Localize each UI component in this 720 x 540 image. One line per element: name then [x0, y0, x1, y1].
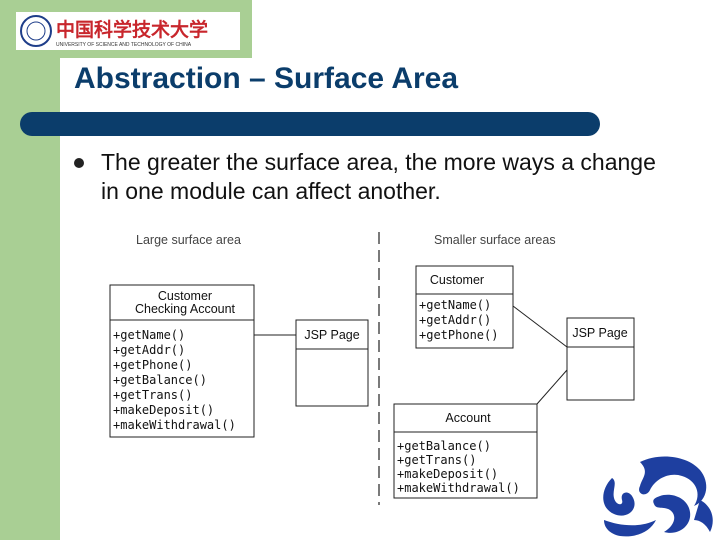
- customer-checking-class: Customer Checking Account +getName() +ge…: [109, 284, 255, 438]
- right-jsp-page-label: JSP Page: [572, 326, 627, 340]
- customer-method: +getAddr(): [419, 313, 491, 327]
- customer-method: +getName(): [419, 298, 491, 312]
- university-logo-icon: 中国科学技术大学 UNIVERSITY OF SCIENCE AND TECHN…: [20, 15, 208, 48]
- caption-large-surface: Large surface area: [136, 233, 241, 247]
- left-method: +getPhone(): [113, 358, 192, 372]
- right-jsp-page-class: JSP Page: [566, 317, 635, 401]
- class-name-customer: Customer: [158, 289, 212, 303]
- left-method: +getTrans(): [113, 388, 192, 402]
- bullet-text: The greater the surface area, the more w…: [101, 149, 656, 204]
- account-method: +makeWithdrawal(): [397, 481, 520, 495]
- customer-method: +getPhone(): [419, 328, 498, 342]
- customer-association-line: [512, 305, 568, 348]
- account-class: Account +getBalance() +getTrans() +makeD…: [393, 403, 538, 499]
- slide-title: Abstraction – Surface Area: [74, 62, 459, 95]
- sidebar-stripe: [0, 0, 60, 540]
- left-jsp-page-label: JSP Page: [304, 328, 359, 342]
- account-association-line: [536, 369, 568, 405]
- caption-smaller-surface: Smaller surface areas: [434, 233, 556, 247]
- logo-chinese-text: 中国科学技术大学: [56, 18, 208, 41]
- left-jsp-page-class: JSP Page: [295, 319, 369, 407]
- customer-class-name: Customer: [430, 273, 484, 287]
- title-underline-bar: [20, 112, 600, 136]
- account-method: +getTrans(): [397, 453, 476, 467]
- account-class-name: Account: [445, 411, 491, 425]
- left-method: +makeWithdrawal(): [113, 418, 236, 432]
- left-method: +makeDeposit(): [113, 403, 214, 417]
- left-method: +getName(): [113, 328, 185, 342]
- logo-band: 中国科学技术大学 UNIVERSITY OF SCIENCE AND TECHN…: [0, 0, 252, 58]
- class-name-checking-account: Checking Account: [135, 302, 236, 316]
- bullet-icon: [74, 158, 84, 168]
- account-method: +makeDeposit(): [397, 467, 498, 481]
- left-method: +getBalance(): [113, 373, 207, 387]
- university-logo: 中国科学技术大学 UNIVERSITY OF SCIENCE AND TECHN…: [16, 12, 240, 50]
- left-method: +getAddr(): [113, 343, 185, 357]
- dragon-emblem-icon: [603, 456, 713, 537]
- account-method: +getBalance(): [397, 439, 491, 453]
- logo-english-text: UNIVERSITY OF SCIENCE AND TECHNOLOGY OF …: [56, 42, 192, 48]
- customer-class: Customer +getName() +getAddr() +getPhone…: [415, 265, 514, 349]
